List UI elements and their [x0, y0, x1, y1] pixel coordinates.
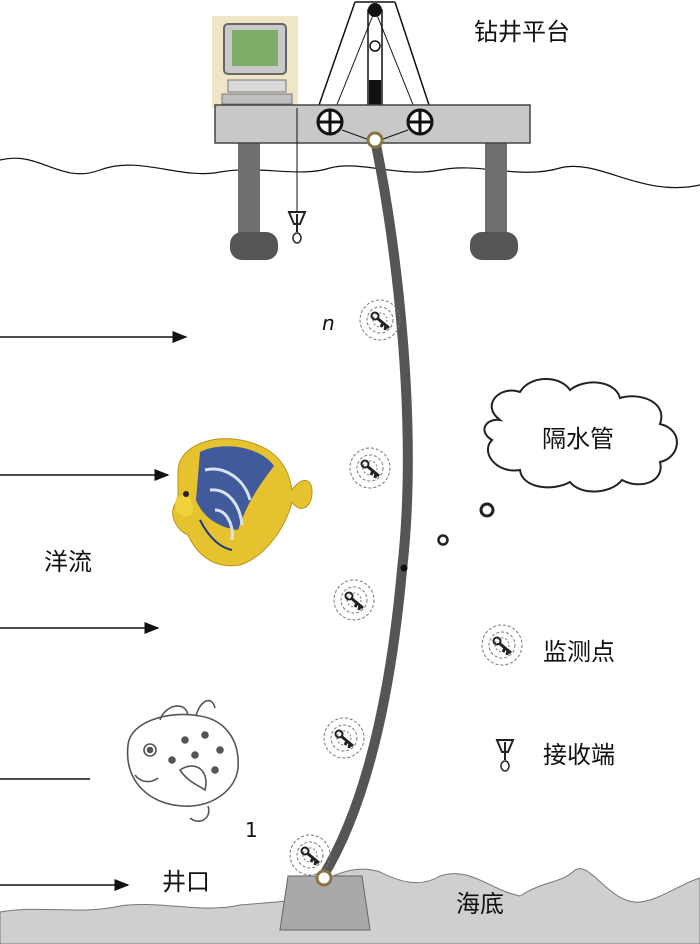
sheave-icon	[316, 108, 434, 143]
sensor-icon	[332, 578, 376, 622]
index-top-label: n	[322, 311, 335, 335]
riser-point	[400, 564, 408, 572]
sensor-icon	[348, 446, 392, 490]
legend-receiver-icon	[496, 739, 514, 772]
riser-bottom-joint	[315, 869, 333, 887]
receiver-icon	[288, 211, 306, 244]
sensor-icon	[322, 716, 366, 760]
receiver-label: 接收端	[543, 741, 615, 769]
derrick	[317, 1, 431, 137]
riser-thought-bubble	[437, 378, 678, 546]
monitor-point-label: 监测点	[543, 638, 615, 666]
sea-surface-line	[0, 157, 700, 189]
angelfish-illustration	[172, 438, 313, 567]
platform-label: 钻井平台	[474, 18, 570, 46]
current-label: 洋流	[44, 548, 92, 576]
wellhead-base	[279, 875, 371, 931]
legend-sensor-icon	[480, 623, 524, 667]
wellhead-label: 井口	[162, 868, 210, 896]
riser-top-joint	[366, 131, 384, 149]
index-bottom-label: 1	[245, 818, 258, 842]
seabed-label: 海底	[456, 890, 504, 918]
sensor-icon	[358, 298, 402, 342]
cartoon-fish-illustration	[126, 699, 239, 822]
riser-label: 隔水管	[542, 425, 614, 453]
platform-legs	[230, 140, 518, 260]
current-arrows	[0, 331, 188, 891]
riser-pipe	[317, 135, 413, 883]
computer-icon	[212, 16, 298, 108]
sensor-icon	[288, 833, 332, 877]
